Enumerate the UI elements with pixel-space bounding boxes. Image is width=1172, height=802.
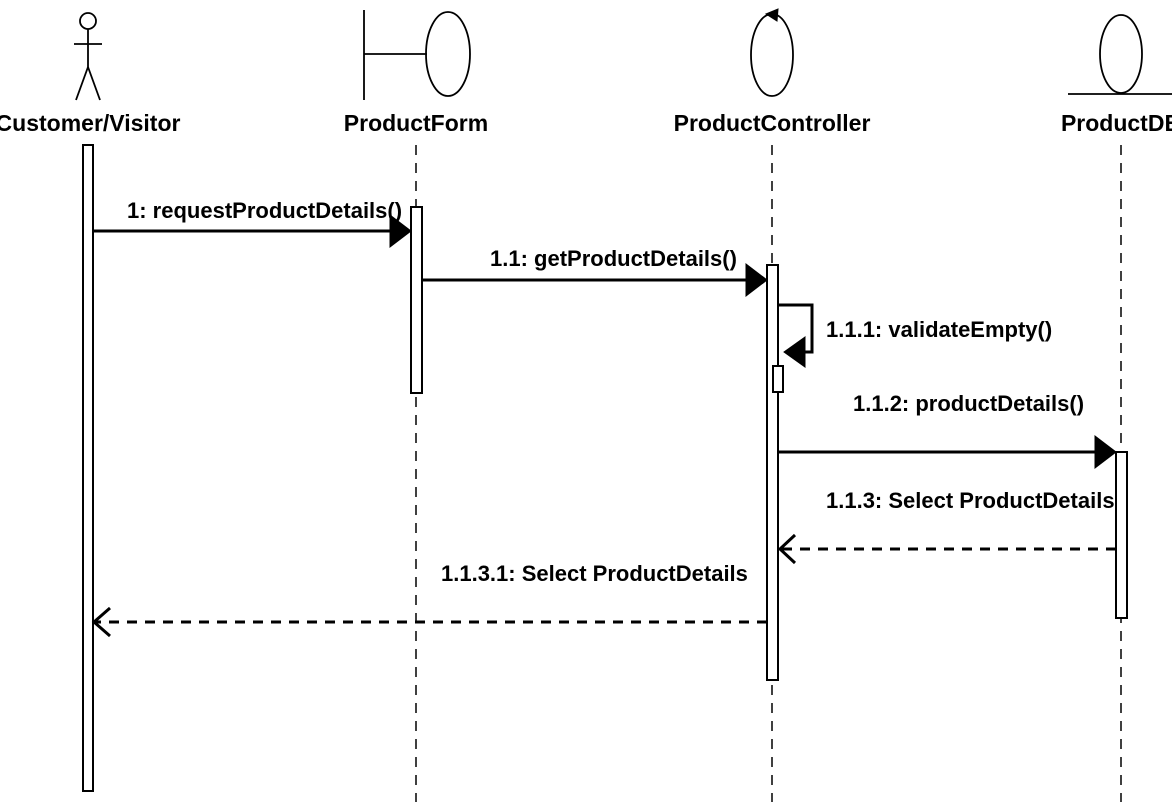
participant-label-db: ProductDB (1061, 110, 1172, 136)
message-1-1-2-label: 1.1.2: productDetails() (853, 391, 1084, 416)
activation-db (1115, 451, 1128, 619)
message-1-arrowhead (389, 213, 412, 249)
activation-controller (766, 264, 779, 681)
control-icon (750, 8, 794, 97)
message-1-1-1-line (778, 303, 814, 354)
participant-label-form: ProductForm (344, 110, 488, 136)
participant-db: ProductDB (1061, 14, 1172, 802)
activation-form (410, 206, 423, 394)
message-1-1-2: 1.1.2: productDetails() (778, 391, 1117, 470)
entity-icon (1068, 14, 1172, 95)
message-1-1-label: 1.1: getProductDetails() (490, 246, 737, 271)
participant-controller: ProductController (674, 8, 871, 802)
message-1-1-2-arrowhead (1094, 434, 1117, 470)
actor-icon (74, 12, 102, 101)
message-1-1: 1.1: getProductDetails() (422, 246, 768, 298)
message-1-1-3-1: 1.1.3.1: Select ProductDetails (91, 561, 767, 638)
participant-label-controller: ProductController (674, 110, 871, 136)
participant-label-customer: Customer/Visitor (0, 110, 180, 136)
message-1-1-1-arrowhead (783, 336, 806, 368)
message-1-1-3: 1.1.3: Select ProductDetails (777, 488, 1116, 565)
participant-customer: Customer/Visitor (0, 12, 180, 792)
boundary-icon (363, 10, 471, 100)
message-1-1-3-label: 1.1.3: Select ProductDetails (826, 488, 1115, 513)
participant-form: ProductForm (344, 10, 488, 802)
message-1-1-3-arrowhead (777, 533, 797, 565)
message-1-1-1-label: 1.1.1: validateEmpty() (826, 317, 1052, 342)
message-1-1-3-1-arrowhead (91, 606, 111, 638)
message-1: 1: requestProductDetails() (93, 198, 412, 249)
message-1-1-3-1-label: 1.1.3.1: Select ProductDetails (441, 561, 748, 586)
message-1-label: 1: requestProductDetails() (127, 198, 402, 223)
activation-controller-nested (772, 365, 784, 393)
activation-customer (82, 144, 94, 792)
message-1-1-arrowhead (745, 262, 768, 298)
message-1-1-1: 1.1.1: validateEmpty() (778, 303, 1052, 368)
